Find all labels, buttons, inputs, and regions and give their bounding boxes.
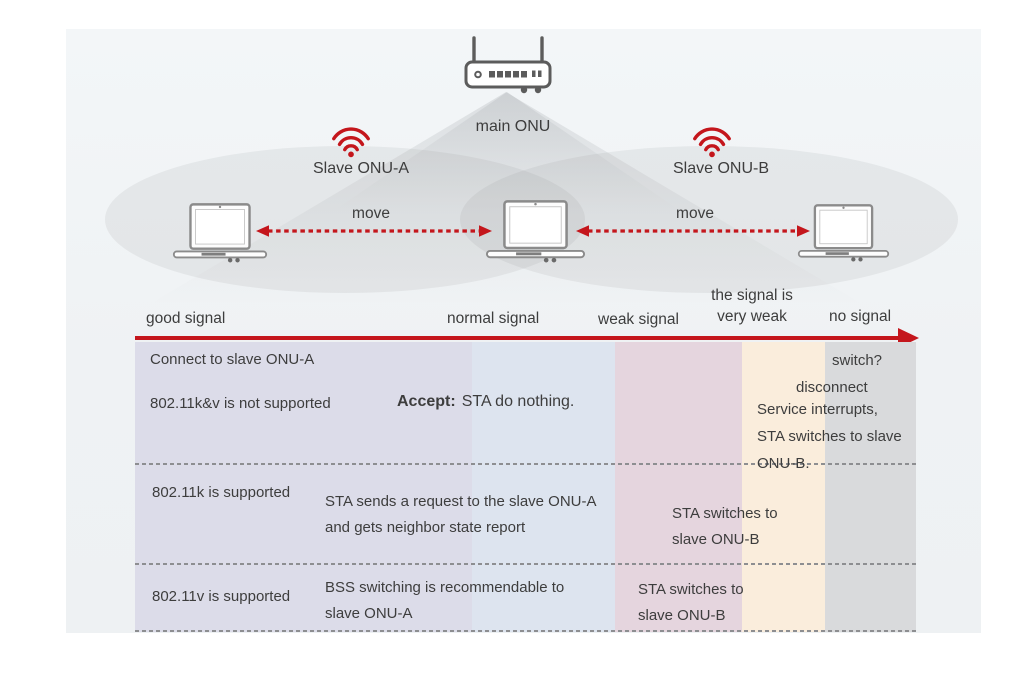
row2-action-line1: STA sends a request to the slave ONU-A <box>325 493 597 510</box>
row1-connect-text: Connect to slave ONU-A <box>150 351 315 368</box>
signal-label-normal: normal signal <box>447 310 540 327</box>
main-onu-label: main ONU <box>475 118 551 135</box>
main-onu-router-icon <box>462 36 554 98</box>
row1-interrupt-line2: STA switches to slave <box>757 428 902 445</box>
table-bottom-border <box>135 630 916 632</box>
zone-column-weak <box>615 342 742 632</box>
move-label-left: move <box>352 205 390 222</box>
laptop-icon-right <box>797 203 890 268</box>
laptop-icon-middle <box>485 199 586 269</box>
row3-action-line2: slave ONU-A <box>325 605 413 622</box>
signal-label-very-weak: the signal is very weak <box>694 287 810 326</box>
row2-switch-line1: STA switches to <box>672 505 778 522</box>
signal-label-very-weak-line2: very weak <box>717 308 787 325</box>
row1-accept-text: Accept: STA do nothing. <box>397 392 574 411</box>
row2-action-line2: and gets neighbor state report <box>325 519 526 536</box>
zone-column-no-signal <box>825 342 916 632</box>
slave-onu-b-label: Slave ONU-B <box>672 160 770 177</box>
zone-column-normal <box>472 342 615 632</box>
row1-interrupt-line1: Service interrupts, <box>757 401 878 418</box>
signal-label-weak: weak signal <box>598 311 679 328</box>
zone-column-good <box>135 342 472 632</box>
zone-column-very-weak <box>742 342 825 632</box>
row1-interrupt-line3: ONU-B. <box>757 455 810 472</box>
row1-disconnect-text: disconnect <box>796 379 868 396</box>
behavior-table: Connect to slave ONU-A 802.11k&v is not … <box>135 342 916 632</box>
move-label-right: move <box>676 205 714 222</box>
signal-label-good: good signal <box>146 310 226 327</box>
row1-accept-rest: STA do nothing. <box>461 393 575 410</box>
row1-capability-text: 802.11k&v is not supported <box>150 395 331 412</box>
row3-capability-text: 802.11v is supported <box>152 588 291 605</box>
wifi-icon-slave-b <box>691 125 733 163</box>
move-arrow-right <box>575 223 811 244</box>
signal-label-very-weak-line1: the signal is <box>711 287 793 304</box>
row3-switch-line2: slave ONU-B <box>638 607 726 624</box>
wifi-icon-slave-a <box>330 125 372 163</box>
signal-axis-line <box>135 336 901 340</box>
row-separator-1 <box>135 463 916 465</box>
slave-onu-a-label: Slave ONU-A <box>312 160 410 177</box>
laptop-icon-left <box>172 202 268 269</box>
row1-accept-label: Accept: <box>397 393 456 410</box>
row1-switch-question: switch? <box>832 352 883 369</box>
move-arrow-left <box>255 223 493 244</box>
row2-capability-text: 802.11k is supported <box>152 484 291 501</box>
row3-switch-line1: STA switches to <box>638 581 744 598</box>
row2-switch-line2: slave ONU-B <box>672 531 760 548</box>
signal-label-none: no signal <box>829 308 892 325</box>
row3-action-line1: BSS switching is recommendable to <box>325 579 565 596</box>
row-separator-2 <box>135 563 916 565</box>
